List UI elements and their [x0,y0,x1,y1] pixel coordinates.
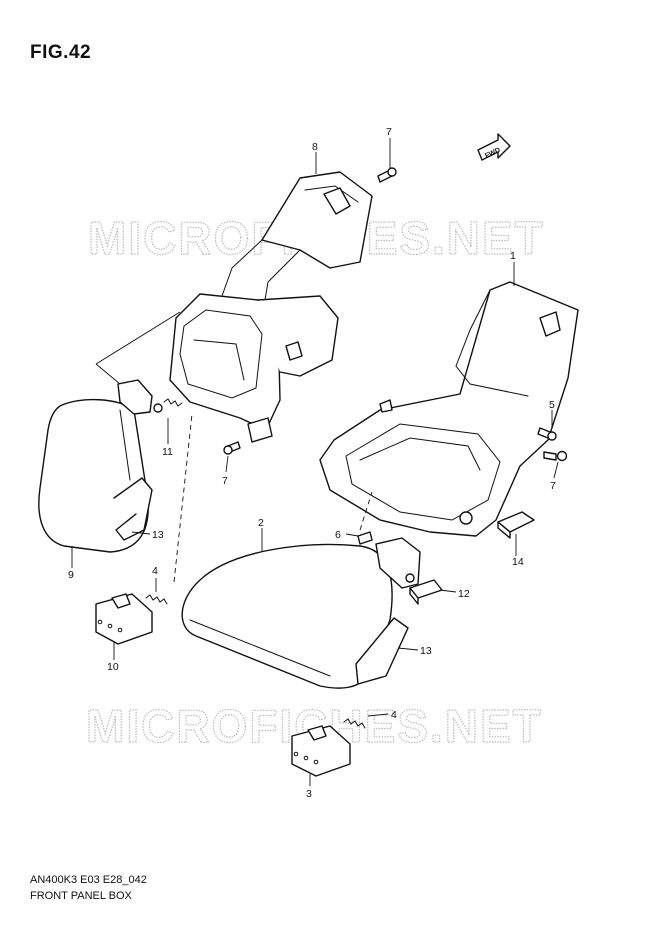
lower-lock-latch [291,725,351,777]
left-lid-seal [113,477,153,541]
left-lock-latch [95,593,153,645]
callout-8: 8 [312,141,318,153]
callout-4-left: 4 [152,565,158,577]
lower-lid-seal [355,617,409,685]
spring-6 [357,531,373,545]
callout-14: 14 [512,556,524,568]
screw-7-top [377,167,397,183]
figure-name: FRONT PANEL BOX [30,890,132,902]
lower-lid [181,543,393,689]
cushion-14 [497,511,535,539]
screw-5 [537,427,557,441]
left-box-housing [169,293,339,443]
callout-7-right: 7 [550,480,556,492]
screw-7-left [223,441,241,455]
callout-9: 9 [68,569,74,581]
callout-10: 10 [107,661,119,673]
callout-1: 1 [510,250,516,262]
callout-4-lower: 4 [391,709,397,721]
lower-lid-hinge [375,537,421,589]
left-lid-hinge [117,379,163,415]
front-panel-right [319,281,579,537]
spring-4-left [145,594,168,605]
callout-6: 6 [335,529,341,541]
left-box-lid [38,398,149,553]
fwd-arrow-icon: FWD [477,133,511,161]
callout-7-top: 7 [386,126,392,138]
callout-7-left: 7 [222,475,228,487]
callout-11: 11 [162,446,173,458]
callout-13-left: 13 [152,529,164,541]
spring-4-lower [343,718,366,729]
spring-11 [163,398,183,407]
left-box-bracket [221,171,373,319]
figure-code: AN400K3 E03 E28_042 [30,874,147,886]
callout-13-lower: 13 [420,645,432,657]
callout-3: 3 [306,788,312,800]
callout-5: 5 [549,399,555,411]
figure-title: FIG.42 [30,42,92,63]
callout-12: 12 [458,588,470,600]
screw-7-right [543,450,568,462]
callout-2: 2 [258,517,264,529]
